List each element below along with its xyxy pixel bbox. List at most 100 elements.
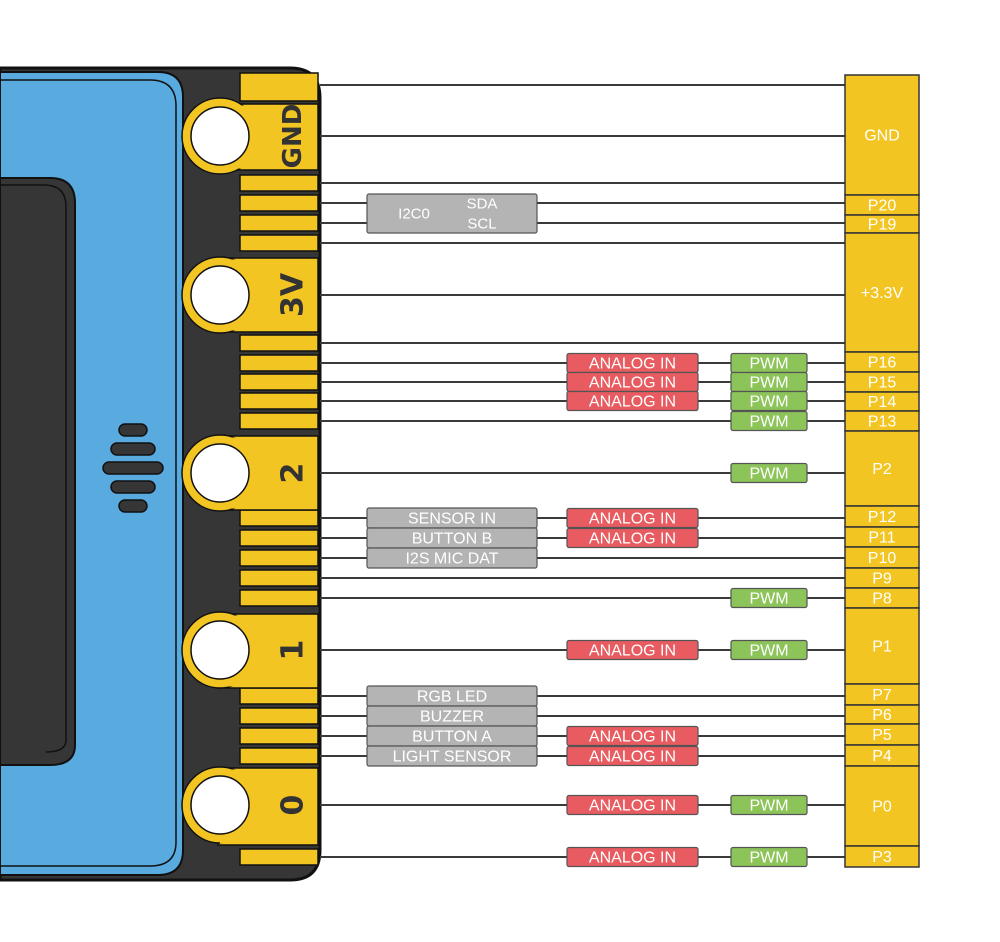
pwm-tag-p15: PWM	[730, 371, 808, 393]
edge-finger	[239, 848, 319, 866]
pwm-tag-p1-label: PWM	[749, 643, 788, 660]
pin-p4: P4	[844, 744, 920, 767]
pin-p2: P2	[844, 430, 920, 507]
analog-in-tag-p15: ANALOG IN	[566, 371, 699, 393]
pin-label: P4	[872, 748, 892, 765]
edge-pad-label: 3V	[276, 272, 311, 317]
function-tag-light-sensor-label: LIGHT SENSOR	[393, 749, 512, 766]
pin-label: P9	[872, 571, 892, 588]
analog-in-tag-p16: ANALOG IN	[566, 352, 699, 374]
pin-label: P5	[872, 727, 892, 744]
edge-finger	[239, 392, 319, 410]
pin-label: P12	[868, 509, 897, 526]
function-tag-button-b: BUTTON B	[366, 527, 538, 549]
analog-in-tag-p5-label: ANALOG IN	[589, 729, 676, 746]
function-tag-sensor-in-label: SENSOR IN	[408, 511, 496, 528]
function-tag-i2s-mic-dat: I2S MIC DAT	[366, 547, 538, 569]
analog-in-tag-p5: ANALOG IN	[566, 725, 699, 747]
edge-finger	[239, 589, 319, 607]
pin-p8: P8	[844, 587, 920, 609]
edge-pad-label: GND	[278, 104, 308, 169]
analog-in-tag-p14: ANALOG IN	[566, 390, 699, 412]
edge-finger	[239, 194, 319, 212]
mounting-hole	[190, 443, 250, 503]
edge-pad-label: 1	[276, 640, 311, 661]
edge-finger	[239, 569, 319, 587]
mounting-hole	[190, 620, 250, 680]
pwm-tag-p2: PWM	[730, 462, 808, 484]
function-tag-buzzer-label: BUZZER	[420, 709, 484, 726]
edge-finger	[239, 727, 319, 745]
led-matrix-area	[0, 177, 76, 766]
pin-p16: P16	[844, 351, 920, 373]
i2c-scl-label: SCL	[467, 216, 496, 233]
pin-p9: P9	[844, 567, 920, 589]
pin-label: P19	[868, 217, 897, 234]
pwm-tag-p13-label: PWM	[749, 414, 788, 431]
pin-label: GND	[864, 128, 900, 145]
edge-pad-2: 2	[181, 434, 319, 512]
pwm-tag-p14-label: PWM	[749, 394, 788, 411]
mounting-hole	[190, 106, 250, 166]
pin-label: P8	[872, 591, 892, 608]
pin-label: P10	[868, 550, 897, 567]
function-tag-rgb-led: RGB LED	[366, 685, 538, 707]
edge-pad-label: 2	[276, 463, 311, 484]
edge-finger	[239, 354, 319, 372]
analog-in-tag-p12-label: ANALOG IN	[589, 511, 676, 528]
pwm-tag-p13: PWM	[730, 410, 808, 432]
edge-finger	[239, 373, 319, 391]
microphone-icon	[102, 423, 164, 513]
analog-in-tag-p11: ANALOG IN	[566, 527, 699, 549]
pin-label: P14	[868, 394, 897, 411]
function-tag-button-b-label: BUTTON B	[412, 531, 493, 548]
pwm-tag-p14: PWM	[730, 390, 808, 412]
pwm-tag-p2-label: PWM	[749, 466, 788, 483]
pin-p6: P6	[844, 704, 920, 725]
pwm-tag-p3-label: PWM	[749, 850, 788, 867]
edge-finger	[239, 747, 319, 765]
pin-p15: P15	[844, 371, 920, 393]
pin-p19: P19	[844, 214, 920, 234]
function-tag-light-sensor: LIGHT SENSOR	[366, 745, 538, 767]
pin-label: P3	[872, 849, 892, 866]
pin-p12: P12	[844, 505, 920, 528]
pwm-tag-p3: PWM	[730, 846, 808, 868]
edge-finger	[239, 214, 319, 232]
function-tag-button-a-label: BUTTON A	[412, 729, 492, 746]
function-tag-button-a: BUTTON A	[366, 725, 538, 747]
function-tag-buzzer: BUZZER	[366, 705, 538, 727]
function-tag-i2s-mic-dat-label: I2S MIC DAT	[405, 551, 498, 568]
analog-in-tag-p12: ANALOG IN	[566, 507, 699, 529]
analog-in-tag-p4-label: ANALOG IN	[589, 749, 676, 766]
pin-label: P15	[868, 375, 897, 392]
pin-label: P7	[872, 687, 892, 704]
pin-p7: P7	[844, 683, 920, 706]
analog-in-tag-p0-label: ANALOG IN	[589, 798, 676, 815]
pwm-tag-p16-label: PWM	[749, 356, 788, 373]
edge-finger	[239, 549, 319, 567]
pin-label: P6	[872, 707, 892, 724]
analog-in-tag-p3-label: ANALOG IN	[589, 850, 676, 867]
analog-in-tag-p4: ANALOG IN	[566, 745, 699, 767]
analog-in-tag-p15-label: ANALOG IN	[589, 375, 676, 392]
led-matrix-inner-edge	[0, 184, 67, 753]
edge-pad-1: 1	[181, 611, 319, 689]
pin-label: P20	[868, 198, 897, 215]
pin-p11: P11	[844, 526, 920, 548]
analog-in-tag-p16-label: ANALOG IN	[589, 356, 676, 373]
pwm-tag-p0-label: PWM	[749, 798, 788, 815]
i2c-sda-label: SDA	[467, 196, 498, 213]
pin-label: P16	[868, 355, 897, 372]
edge-pad-3v: 3V	[181, 256, 319, 334]
edge-finger	[239, 334, 319, 352]
pwm-tag-p8-label: PWM	[749, 591, 788, 608]
edge-pad-gnd: GND	[181, 97, 319, 175]
pin-p0: P0	[844, 765, 920, 847]
edge-finger	[239, 687, 319, 705]
edge-finger	[239, 174, 319, 192]
pin-p3: P3	[844, 845, 920, 868]
pin-p13: P13	[844, 410, 920, 432]
